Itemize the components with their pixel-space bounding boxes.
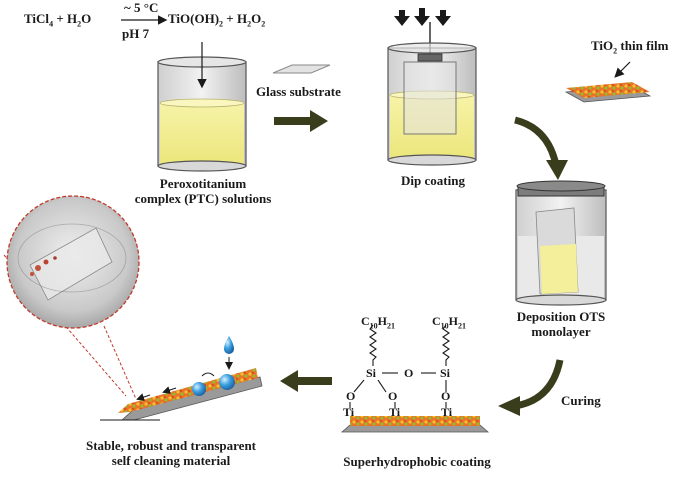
tio2-film-sample — [564, 82, 652, 103]
ots-label: Deposition OTS monolayer — [516, 309, 606, 339]
reaction-reactants: TiCl4 + H2O — [24, 11, 92, 29]
ptc-label: Peroxotitanium complex (PTC) solutions — [134, 176, 272, 206]
superhydrophobic-surface — [340, 324, 490, 433]
superhydrophobic-label: Superhydrophobic coating — [343, 454, 491, 469]
glass-substrate-plate — [272, 64, 331, 74]
ots-beaker — [515, 180, 607, 306]
process-arrow-3 — [514, 359, 564, 410]
process-arrow-2 — [514, 116, 560, 166]
ti-atom-3: Ti — [441, 405, 453, 419]
ots-chain-right: C10H21 — [432, 314, 467, 331]
o-bridge-atom: O — [404, 366, 414, 380]
curing-label: Curing — [561, 393, 601, 408]
self-cleaning-surface — [100, 368, 263, 421]
water-droplets — [136, 336, 235, 401]
dip-direction-arrows — [394, 8, 451, 26]
process-arrow-4 — [280, 370, 332, 392]
film-pointer-arrow — [614, 61, 631, 78]
ots-chain-left: C10H21 — [361, 314, 396, 331]
reaction-products: TiO(OH)2 + H2O2 — [168, 11, 266, 29]
final-material-label: Stable, robust and transparent self clea… — [86, 438, 256, 468]
tio2-film-label: TiO2 thin film — [591, 38, 669, 56]
o-atom-1: O — [346, 389, 356, 403]
o-atom-3: O — [441, 389, 451, 403]
o-atom-2: O — [388, 389, 398, 403]
glass-substrate-label: Glass substrate — [256, 84, 341, 99]
si-atom-left: Si — [366, 366, 377, 380]
ti-atom-2: Ti — [389, 405, 401, 419]
process-arrow-1 — [274, 110, 328, 132]
sample-photo-callout — [3, 195, 140, 400]
dip-coating-label: Dip coating — [401, 173, 465, 188]
reaction-temperature: ~ 5 °C — [124, 0, 159, 15]
dip-coating-beaker — [387, 22, 477, 166]
si-atom-right: Si — [440, 366, 451, 380]
ti-atom-1: Ti — [343, 405, 355, 419]
reaction-ph: pH 7 — [122, 26, 150, 41]
